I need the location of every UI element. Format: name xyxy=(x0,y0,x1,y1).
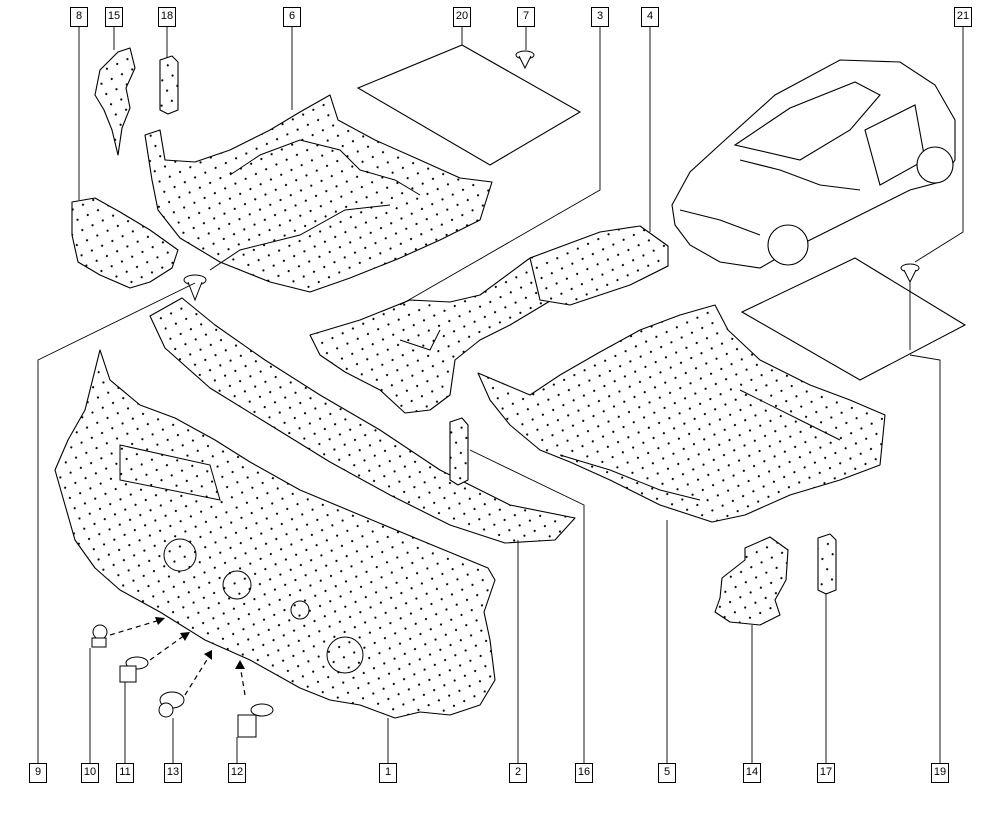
arrow-10 xyxy=(109,619,161,636)
fastener-10 xyxy=(91,624,108,648)
callout-10: 10 xyxy=(81,763,99,783)
callout-19: 19 xyxy=(931,763,949,783)
fastener-13 xyxy=(158,691,185,718)
part-17-small-strip xyxy=(817,533,837,595)
part-19-rear-panel xyxy=(740,257,967,381)
fastener-11 xyxy=(119,656,149,683)
part-4-rear-tunnel xyxy=(529,225,669,306)
arrow-13 xyxy=(184,654,211,696)
part-16-small-strip xyxy=(449,417,469,486)
callout-4: 4 xyxy=(641,7,659,27)
arrow-11 xyxy=(149,634,186,661)
callout-5: 5 xyxy=(658,763,676,783)
part-1-bulkhead-insulator xyxy=(54,349,496,719)
callout-21: 21 xyxy=(954,7,972,27)
callout-18: 18 xyxy=(158,7,176,27)
callout-7: 7 xyxy=(517,7,535,27)
callout-8: 8 xyxy=(70,7,88,27)
part-20-trunk-panel xyxy=(356,44,582,166)
part-18-small-strip xyxy=(159,55,179,115)
fastener-9 xyxy=(183,274,207,302)
arrow-12 xyxy=(239,664,246,696)
fastener-12 xyxy=(237,703,274,738)
part-14-rear-bracket xyxy=(714,536,789,626)
callout-14: 14 xyxy=(743,763,761,783)
part-8-side-panel xyxy=(71,197,179,289)
vehicle-outline xyxy=(671,59,956,269)
fastener-7 xyxy=(515,50,535,70)
part-5-floor-carpet xyxy=(477,304,886,523)
callout-6: 6 xyxy=(283,7,301,27)
part-2-cowl-strip xyxy=(149,297,576,544)
callout-12: 12 xyxy=(228,763,246,783)
part-15-pillar-insulator xyxy=(94,47,136,156)
part-6-front-floor-insulator xyxy=(144,94,493,293)
callout-3: 3 xyxy=(591,7,609,27)
callout-9: 9 xyxy=(29,763,47,783)
callout-13: 13 xyxy=(164,763,182,783)
callout-1: 1 xyxy=(379,763,397,783)
leader-lines xyxy=(37,27,964,765)
callout-11: 11 xyxy=(116,763,134,783)
callout-20: 20 xyxy=(453,7,471,27)
callout-2: 2 xyxy=(509,763,527,783)
callout-17: 17 xyxy=(817,763,835,783)
callout-15: 15 xyxy=(105,7,123,27)
fastener-21 xyxy=(900,263,920,284)
callout-16: 16 xyxy=(575,763,593,783)
